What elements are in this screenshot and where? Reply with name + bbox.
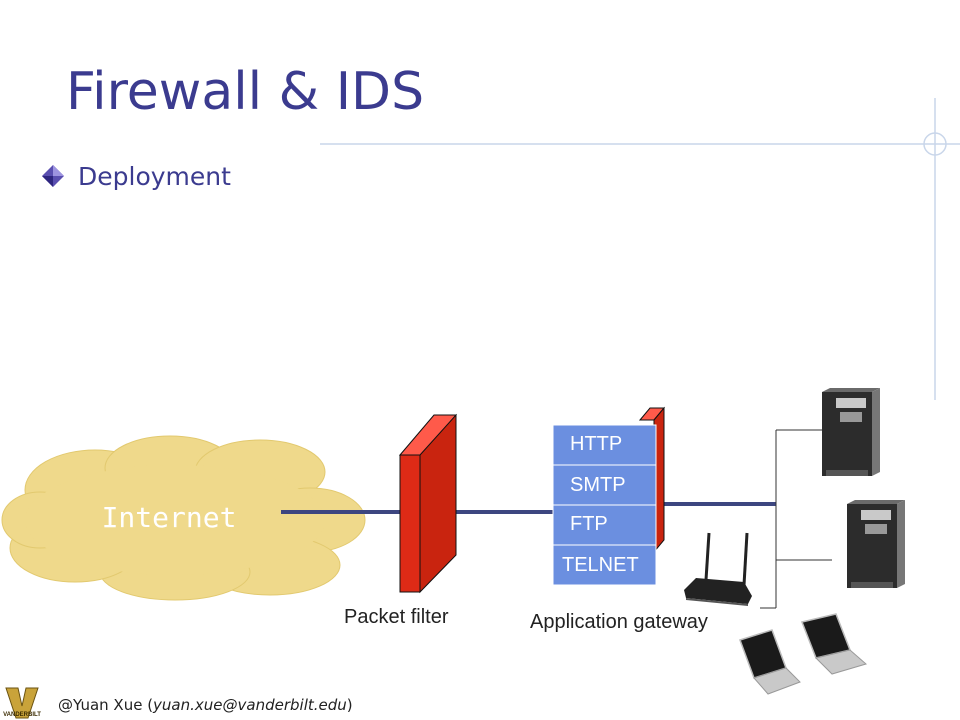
server-icon — [847, 500, 905, 588]
footer-email[interactable]: yuan.xue@vanderbilt.edu — [153, 696, 347, 714]
wireless-router-icon — [684, 532, 752, 606]
laptop-icon — [800, 613, 868, 675]
protocol-label-smtp: SMTP — [570, 474, 626, 496]
protocol-label-ftp: FTP — [570, 513, 608, 535]
lan-bus — [760, 429, 832, 609]
packet-filter-firewall — [398, 413, 458, 594]
server-icon — [822, 388, 880, 476]
footer-credit: @Yuan Xue (yuan.xue@vanderbilt.edu) — [58, 696, 353, 714]
diamond-bullet-icon — [42, 165, 64, 187]
internet-label: Internet — [102, 501, 237, 534]
app-gateway-label: Application gateway — [530, 611, 708, 633]
protocol-label-telnet: TELNET — [562, 554, 639, 576]
logo-text: VANDERBILT — [3, 712, 41, 718]
bullet-text: Deployment — [78, 161, 231, 191]
footer-close: ) — [346, 696, 353, 714]
packet-filter-label: Packet filter — [344, 606, 449, 628]
internet-cloud: Internet — [1, 435, 366, 601]
footer-author: @Yuan Xue ( — [58, 696, 154, 714]
protocol-box — [552, 424, 657, 466]
laptop-icon — [739, 629, 801, 695]
protocol-box — [552, 504, 657, 546]
decor-circle — [923, 132, 947, 156]
protocol-stack: HTTP SMTP FTP TELNET — [552, 424, 657, 586]
protocol-box — [552, 544, 657, 586]
slide-title: Firewall & IDS — [66, 62, 425, 122]
vanderbilt-logo: VANDERBILT — [3, 687, 41, 719]
bullet-item: Deployment — [40, 160, 231, 192]
protocol-label-http: HTTP — [570, 433, 622, 455]
